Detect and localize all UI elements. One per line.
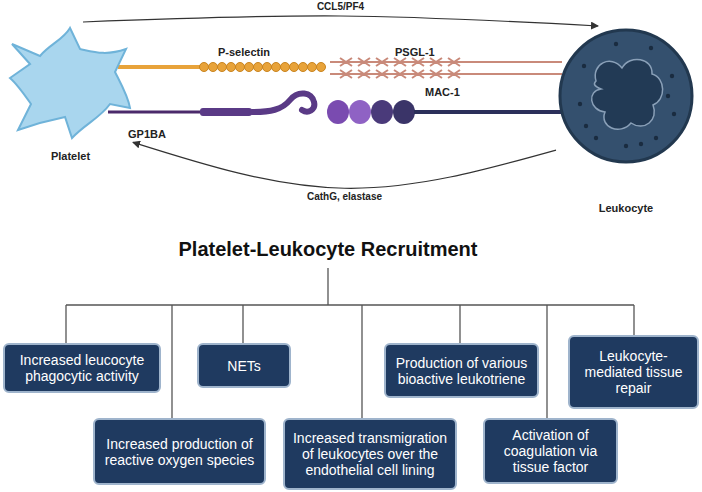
granule xyxy=(594,136,598,140)
molecule-label: P-selectin xyxy=(218,46,270,58)
box-text: Increased leucocyte phagocytic activity xyxy=(11,352,153,384)
signal-arrow xyxy=(83,16,598,26)
leukocyte-outline xyxy=(556,26,696,166)
signal-arrow xyxy=(133,142,556,188)
process-box: Increased production of reactive oxygen … xyxy=(93,418,266,485)
granule xyxy=(654,136,658,140)
cell-label: Leukocyte xyxy=(599,202,653,214)
process-box: Increased transmigration of leukocytes o… xyxy=(283,418,457,490)
p-selectin-chain xyxy=(118,63,326,72)
psgl-1-dimer xyxy=(330,58,562,78)
nucleus xyxy=(592,59,663,129)
molecule-label: PSGL-1 xyxy=(395,46,435,58)
granule xyxy=(639,142,643,146)
granule xyxy=(614,42,618,46)
granule xyxy=(666,94,670,98)
granule xyxy=(649,46,653,50)
molecule-label: MAC-1 xyxy=(425,86,460,98)
granule xyxy=(624,144,628,148)
p-selectin-beads xyxy=(200,63,326,72)
arrow-label: CathG, elastase xyxy=(307,191,382,202)
cell-label: Platelet xyxy=(51,150,90,162)
gp1ba-receptor xyxy=(108,93,314,116)
box-text: Leukocyte-mediated tissue repair xyxy=(576,348,691,396)
diagram-title: Platelet-Leukocyte Recruitment xyxy=(0,238,656,261)
granule xyxy=(578,102,582,106)
molecule-label: GP1BA xyxy=(128,128,166,140)
granule xyxy=(584,124,588,128)
p-selectin-stem xyxy=(118,65,200,69)
platelet-outline xyxy=(8,22,133,142)
box-text: Activation of coagulation via tissue fac… xyxy=(491,427,610,475)
process-box: NETs xyxy=(197,343,291,388)
process-box: Leukocyte-mediated tissue repair xyxy=(568,335,699,409)
platelet-body xyxy=(10,28,130,138)
leukocyte-cell: Leukocyte xyxy=(556,26,696,214)
process-box: Production of various bioactive leukotri… xyxy=(384,343,539,398)
platelet-cell: Platelet xyxy=(8,22,133,162)
granule xyxy=(672,112,676,116)
granule xyxy=(582,64,586,68)
box-text: Increased production of reactive oxygen … xyxy=(101,436,258,468)
box-text: Increased transmigration of leukocytes o… xyxy=(291,430,449,478)
arrow-label: CCL5/PF4 xyxy=(317,1,364,12)
granule xyxy=(670,74,674,78)
mac-1-integrin xyxy=(327,100,562,124)
cell-membrane xyxy=(560,30,692,162)
process-box: Activation of coagulation via tissue fac… xyxy=(483,418,618,484)
box-text: Production of various bioactive leukotri… xyxy=(392,355,531,387)
box-text: NETs xyxy=(227,358,260,374)
process-box: Increased leucocyte phagocytic activity xyxy=(3,343,161,393)
